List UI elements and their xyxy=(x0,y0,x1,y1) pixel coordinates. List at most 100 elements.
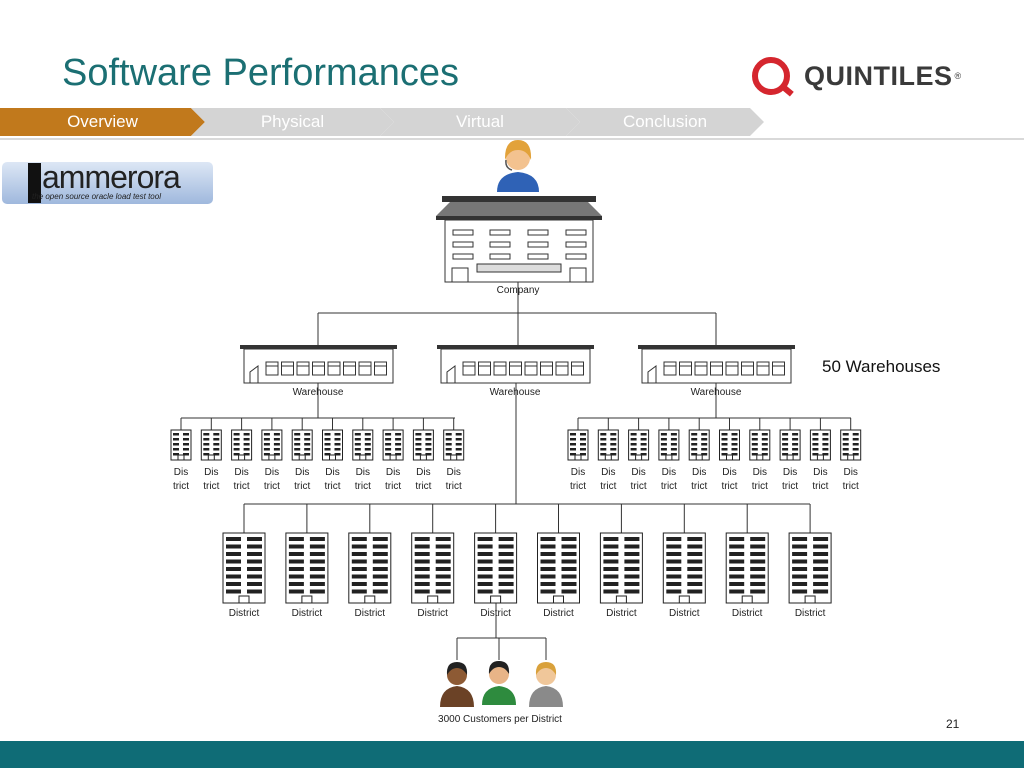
nav-tab-overview[interactable]: Overview xyxy=(0,108,205,136)
badge-subtitle: the open source oracle load test tool xyxy=(32,192,161,201)
district-building: District xyxy=(222,532,266,619)
small-district-building: Dis trict xyxy=(779,429,801,492)
district-building: District xyxy=(411,532,455,619)
window xyxy=(565,253,587,260)
small-district-label: trict xyxy=(385,481,401,492)
small-district-label: Dis xyxy=(174,467,188,478)
district-building: District xyxy=(788,532,832,619)
window xyxy=(489,241,511,248)
window xyxy=(527,241,549,248)
district-building: District xyxy=(285,532,329,619)
nav-tab-virtual[interactable]: Virtual xyxy=(380,108,580,136)
district-label: District xyxy=(795,608,826,619)
operator-person-icon xyxy=(497,140,539,192)
badge-h-icon xyxy=(28,163,41,203)
small-district-label: Dis xyxy=(813,467,827,478)
small-district-building: Dis trict xyxy=(382,429,404,492)
small-district-label: Dis xyxy=(265,467,279,478)
district-label: District xyxy=(229,608,260,619)
small-district-label: trict xyxy=(234,481,250,492)
small-district-label: Dis xyxy=(843,467,857,478)
district-building: District xyxy=(348,532,392,619)
logo-text: QUINTILES xyxy=(804,60,953,91)
small-district-label: Dis xyxy=(446,467,460,478)
small-district-label: trict xyxy=(294,481,310,492)
district-label: District xyxy=(292,608,323,619)
district-label: District xyxy=(606,608,637,619)
district-building: District xyxy=(662,532,706,619)
small-district-label: trict xyxy=(661,481,677,492)
small-district-label: trict xyxy=(721,481,737,492)
logo-registered: ® xyxy=(954,71,962,81)
small-district-label: Dis xyxy=(204,467,218,478)
slide-title: Software Performances xyxy=(62,52,460,94)
hammerora-badge: ammerora the open source oracle load tes… xyxy=(2,162,213,204)
small-district-building: District xyxy=(688,429,710,492)
small-district-label: Dis xyxy=(601,467,615,478)
window xyxy=(489,229,511,236)
small-district-label: Dis xyxy=(325,467,339,478)
small-district-building: Dis trict xyxy=(322,429,343,492)
small-district-building: District xyxy=(200,429,222,492)
small-district-label: Dis xyxy=(356,467,370,478)
small-district-building: District xyxy=(170,429,192,492)
small-district-building: District xyxy=(809,429,831,492)
small-district-label: Dis xyxy=(783,467,797,478)
district-building: District xyxy=(599,532,643,619)
small-district-building: Dis trict xyxy=(352,429,374,492)
customer-person-icon xyxy=(529,662,563,707)
small-district-building: Dis trict xyxy=(231,429,253,492)
company-building xyxy=(436,196,602,283)
small-district-label: trict xyxy=(782,481,798,492)
nav-divider xyxy=(0,138,1024,140)
page-number: 21 xyxy=(946,717,960,731)
warehouse-building: Warehouse xyxy=(638,345,795,398)
customers-group xyxy=(440,661,563,707)
badge-title: ammerora xyxy=(42,162,181,195)
nav-tab-label: Physical xyxy=(260,112,325,131)
district-label: District xyxy=(417,608,448,619)
small-district-label: trict xyxy=(843,481,859,492)
small-district-building: District xyxy=(443,429,465,492)
footer-bar xyxy=(0,741,1024,768)
nav-tab-label: Overview xyxy=(67,112,138,131)
small-district-label: Dis xyxy=(234,467,248,478)
window xyxy=(565,241,587,248)
small-district-label: trict xyxy=(600,481,616,492)
district-label: District xyxy=(732,608,763,619)
district-label: District xyxy=(355,608,386,619)
small-district-label: trict xyxy=(691,481,707,492)
small-district-label: Dis xyxy=(386,467,400,478)
district-building: District xyxy=(474,532,518,619)
small-district-building: Dis trict xyxy=(749,429,771,492)
small-district-building: District xyxy=(628,429,650,492)
nav-tab-physical[interactable]: Physical xyxy=(191,108,394,136)
district-label: District xyxy=(543,608,574,619)
customer-person-icon xyxy=(440,662,474,707)
small-districts-group: Dis trict Dis trict Dis trict Dis trict Dis trict… xyxy=(170,429,862,492)
small-district-building: District xyxy=(719,429,740,492)
small-district-building: District xyxy=(412,429,434,492)
small-district-label: trict xyxy=(264,481,280,492)
nav-tab-conclusion[interactable]: Conclusion xyxy=(566,108,764,136)
small-district-building: Dis trict xyxy=(597,429,619,492)
company-label: Company xyxy=(497,285,540,296)
small-district-building: District xyxy=(291,429,313,492)
small-district-label: trict xyxy=(752,481,768,492)
quintiles-logo: QUINTILES ® xyxy=(752,56,961,96)
small-district-label: Dis xyxy=(753,467,767,478)
logo-q-icon xyxy=(752,57,790,95)
nav-tab-label: Virtual xyxy=(456,112,504,131)
warehouse-building: Warehouse xyxy=(437,345,594,398)
small-district-label: trict xyxy=(355,481,371,492)
warehouse-label: Warehouse xyxy=(293,387,344,398)
company-windows xyxy=(452,229,587,260)
small-district-label: trict xyxy=(324,481,340,492)
window xyxy=(452,241,474,248)
district-label: District xyxy=(669,608,700,619)
warehouses-annotation: 50 Warehouses xyxy=(822,357,941,376)
warehouse-building: Warehouse xyxy=(240,345,397,398)
small-district-label: trict xyxy=(631,481,647,492)
